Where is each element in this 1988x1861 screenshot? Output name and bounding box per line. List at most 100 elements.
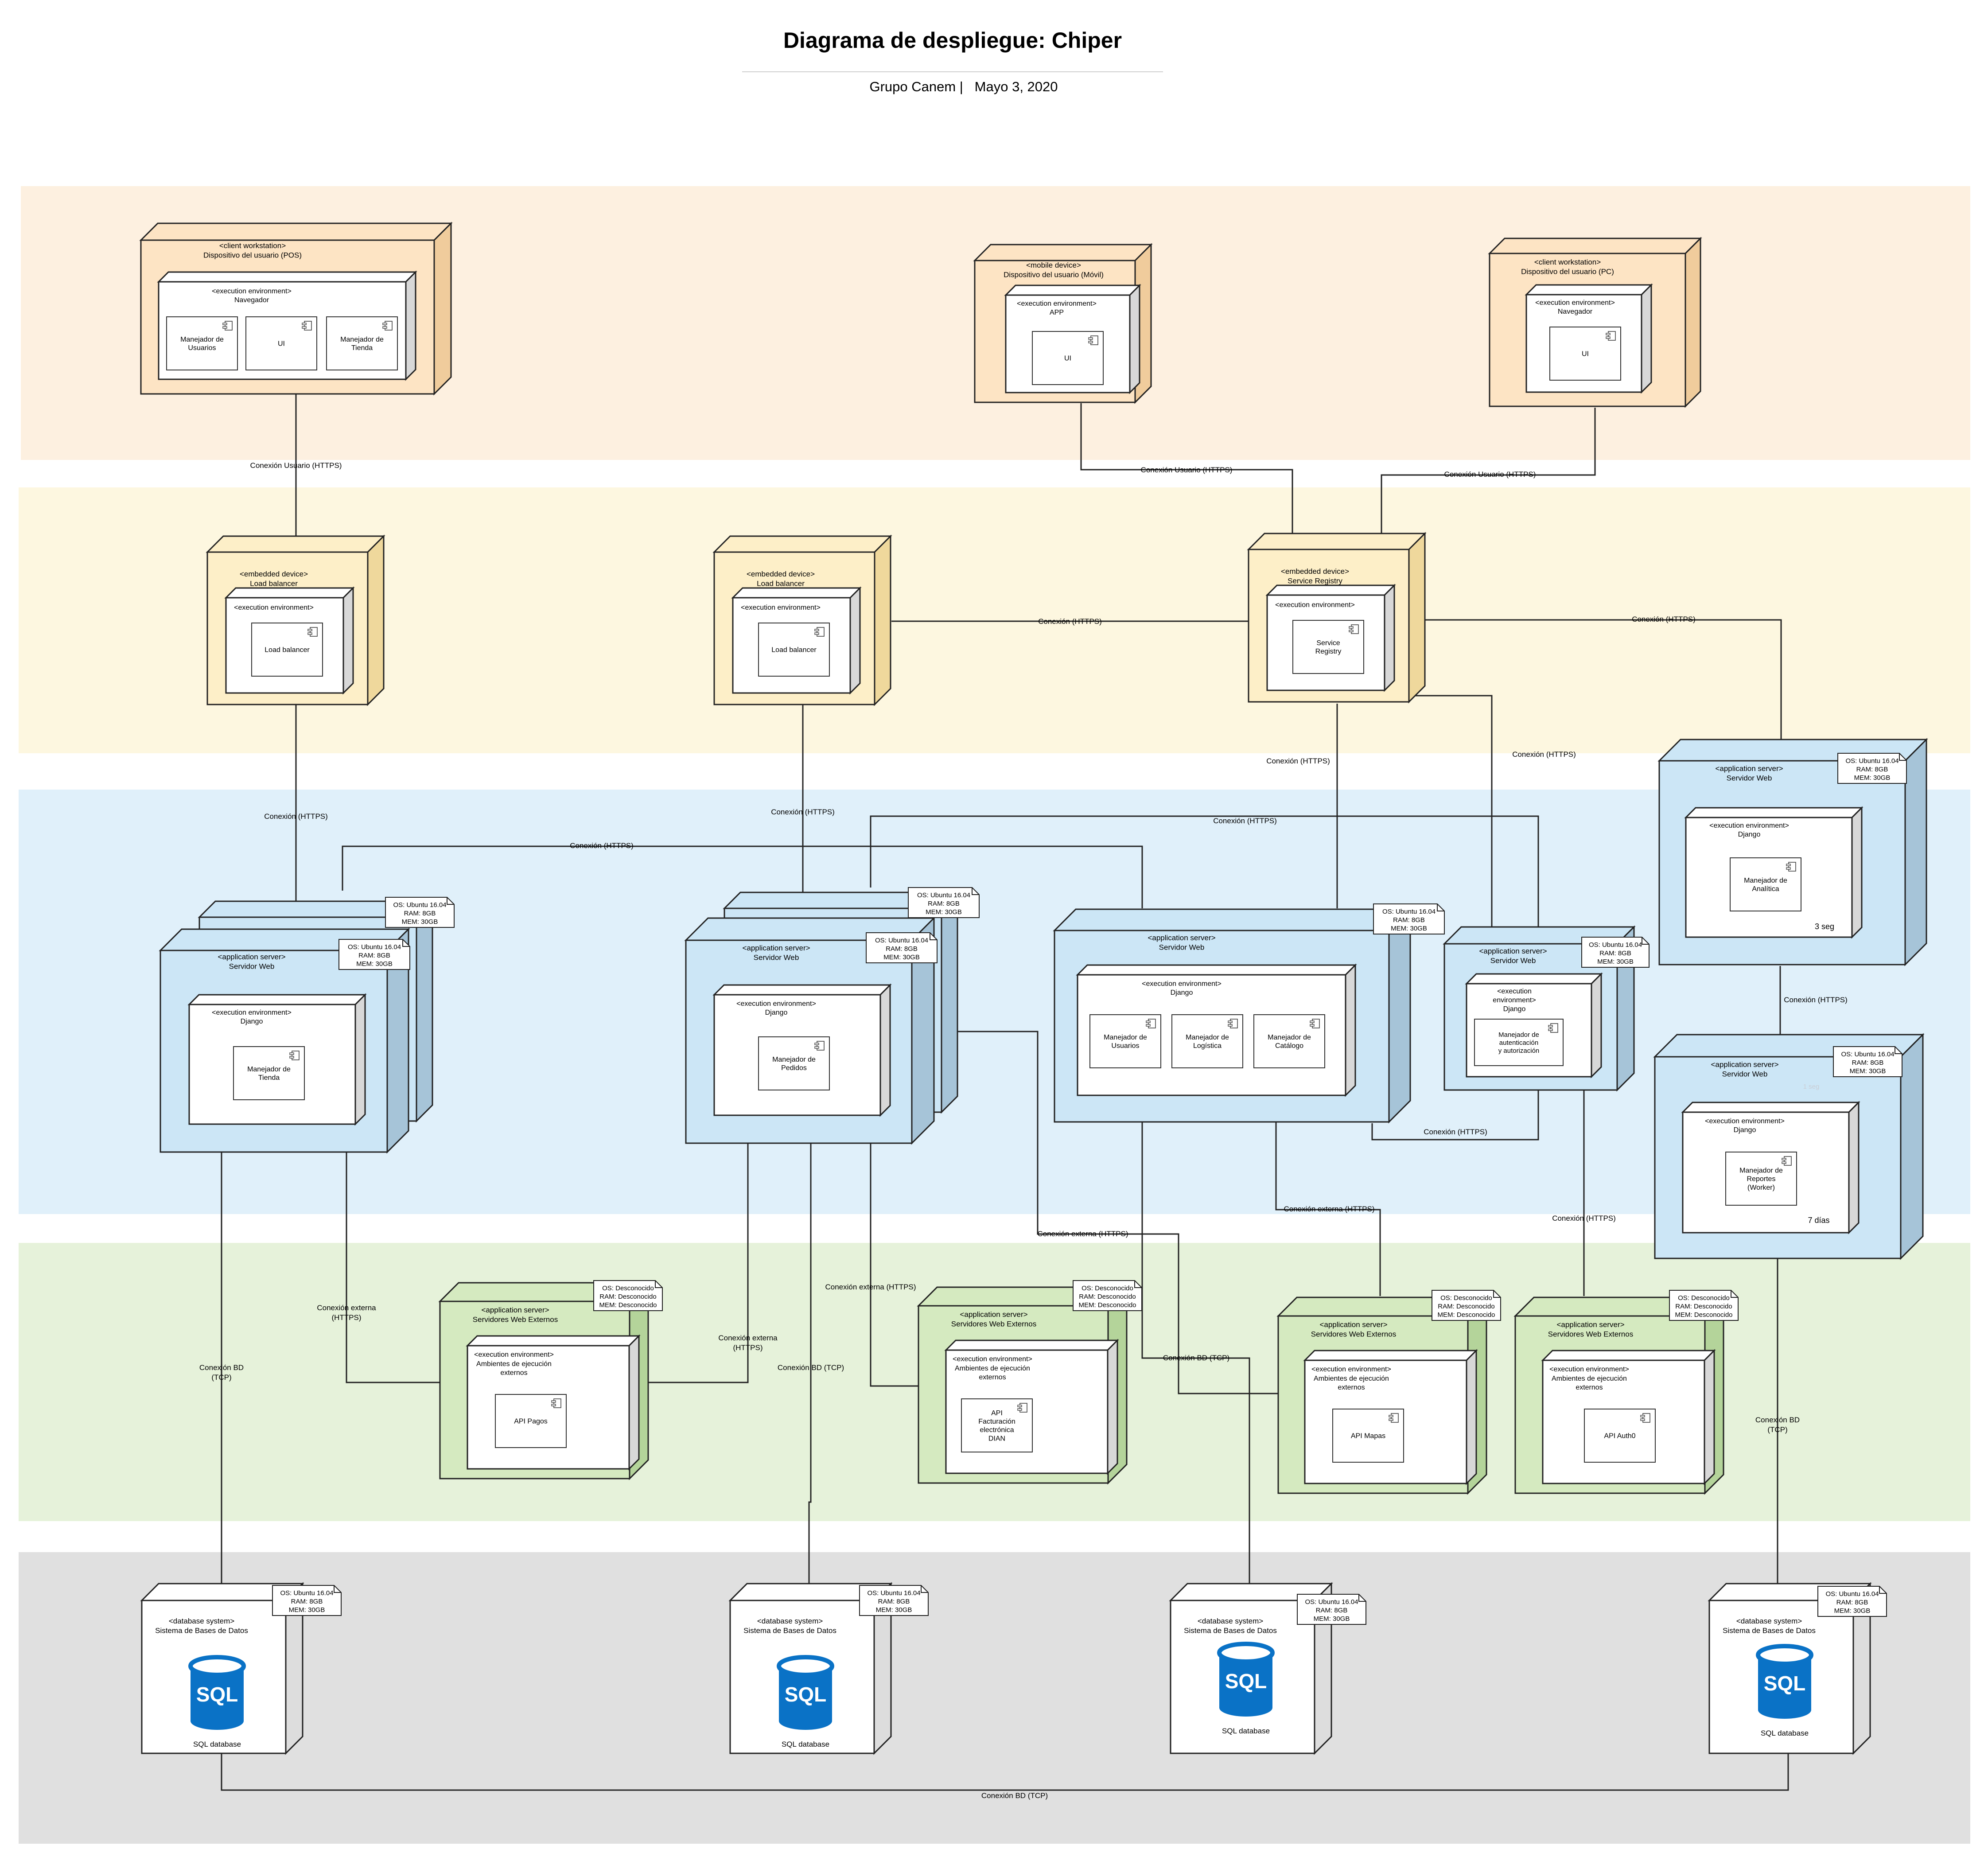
- node-movil-top: [973, 244, 1153, 261]
- comp-node-ext-auth0-label: API Auth0: [1604, 1433, 1635, 1440]
- node-db4-sql-icon-text: SQL: [1764, 1672, 1806, 1695]
- node-db2-spec-line: MEM: 30GB: [876, 1606, 912, 1614]
- spec-ext-mapas-line: OS: Desconocido: [1440, 1294, 1492, 1302]
- comp-node-ext-dian-label: Facturación: [978, 1418, 1015, 1425]
- env-node-lb1-top: [224, 587, 355, 599]
- env-node-ext-auth0-name: externos: [1576, 1384, 1603, 1391]
- spec-tienda-replica-line: OS: Ubuntu 16.04: [393, 901, 446, 909]
- env-movil-top: [1004, 284, 1141, 296]
- comp-node-ext-dian-label: DIAN: [988, 1435, 1005, 1442]
- node-pos-top: [139, 222, 453, 241]
- comp-central-usuarios-label: Usuarios: [1111, 1042, 1139, 1050]
- component-icon: [1349, 630, 1354, 632]
- component-icon: [1548, 1025, 1553, 1028]
- node-srv-reportes-stereotype: <application server>: [1711, 1060, 1778, 1069]
- note-analitica: 3 seg: [1815, 922, 1834, 931]
- spec-srv-tienda-box: [338, 939, 410, 970]
- comp-pos-tienda-label: Manejador de: [340, 336, 384, 343]
- node-srv-analitica-name: Servidor Web: [1727, 774, 1772, 782]
- env-node-registry-stereotype: <execution environment>: [1275, 601, 1355, 609]
- label-registry-analitica: Conexión (HTTPS): [1632, 615, 1696, 623]
- env-node-ext-mapas-top: [1303, 1350, 1478, 1361]
- env-pos-stereotype: <execution environment>: [212, 288, 292, 295]
- node-ext-auth0-name: Servidores Web Externos: [1548, 1330, 1633, 1338]
- component-icon: [385, 321, 393, 331]
- subtitle-date: Mayo 3, 2020: [974, 79, 1058, 94]
- component-icon: [1017, 1408, 1022, 1411]
- env-node-ext-auth0-stereotype: <execution environment>: [1549, 1366, 1629, 1373]
- env-node-ext-dian-top: [944, 1339, 1119, 1351]
- spec-srv-analitica-line: MEM: 30GB: [1854, 774, 1891, 782]
- label-pedidos-dian: Conexión externa (HTTPS): [825, 1283, 916, 1291]
- spec-ext-auth0-line: RAM: Desconocido: [1675, 1303, 1732, 1310]
- spec-srv-pedidos-line: RAM: 8GB: [886, 945, 918, 953]
- spec-srv-auth-line: RAM: 8GB: [1599, 950, 1631, 957]
- component-icon: [817, 1041, 825, 1051]
- env-srv-tienda-side: [354, 993, 366, 1126]
- env-node-ext-dian-side: [1107, 1339, 1118, 1475]
- node-ext-pagos-name: Servidores Web Externos: [473, 1315, 558, 1324]
- spec-srv-reportes-box: [1833, 1046, 1902, 1077]
- env-srv-reportes: [1681, 1101, 1860, 1234]
- env-srv-central-name: Django: [1171, 989, 1193, 997]
- component-icon: [1146, 1020, 1151, 1023]
- node-pc-name: Dispositivo del usuario (PC): [1521, 267, 1614, 276]
- node-pc-side: [1685, 237, 1701, 408]
- env-node-ext-auth0-side: [1704, 1349, 1715, 1485]
- node-lb2-name: Load balancer: [757, 579, 805, 588]
- component-icon: [1784, 1156, 1792, 1166]
- node-db3-sql-icon-text: SQL: [1225, 1670, 1267, 1693]
- node-registry-side: [1408, 532, 1426, 704]
- node-srv-auth-stereotype: <application server>: [1479, 947, 1547, 955]
- label-pedidos-mapas: Conexión externa (HTTPS): [1037, 1230, 1128, 1238]
- env-srv-tienda-name: Django: [241, 1018, 263, 1025]
- spec-srv-analitica-fold: [1899, 753, 1906, 761]
- env-node-ext-mapas-name: externos: [1338, 1384, 1365, 1391]
- comp-central-logistica-label: Manejador de: [1186, 1034, 1229, 1041]
- note-reportes-faint: 1 seg: [1803, 1083, 1820, 1090]
- component-icon: [1090, 335, 1098, 345]
- node-ext-dian-name: Servidores Web Externos: [951, 1320, 1036, 1328]
- spec-srv-pedidos-fold: [930, 933, 937, 940]
- label-central-db3: Conexión BD (TCP): [1163, 1354, 1229, 1362]
- node-ext-mapas-stereotype: <application server>: [1319, 1320, 1387, 1329]
- env-pc-name: Navegador: [1558, 308, 1593, 315]
- node-srv-analitica-stereotype: <application server>: [1715, 764, 1783, 773]
- label-auth-auth0: Conexión (HTTPS): [1552, 1214, 1616, 1222]
- env-srv-analitica-top: [1684, 807, 1864, 818]
- node-db4-sql-icon-body: [1758, 1655, 1811, 1719]
- node-db4-sql-icon: SQL: [1756, 1644, 1813, 1719]
- component-icon: [1389, 1415, 1393, 1417]
- comp-pos-ui-label: UI: [278, 340, 285, 348]
- comp-movil-ui: UI: [1032, 331, 1104, 385]
- spec-ext-dian-line: RAM: Desconocido: [1079, 1293, 1136, 1300]
- label-pedidos-pagos: (HTTPS): [733, 1343, 763, 1352]
- comp-central-catalogo-label: Manejador de: [1268, 1034, 1311, 1041]
- spec-srv-auth-line: OS: Ubuntu 16.04: [1589, 941, 1642, 949]
- line-pc-registry: [1381, 408, 1596, 537]
- component-icon: [1017, 1405, 1022, 1407]
- env-node-lb2-side: [849, 586, 861, 695]
- node-srv-tienda-stereotype: <application server>: [218, 953, 285, 961]
- component-icon: [289, 1052, 294, 1055]
- node-srv-analitica-side: [1904, 738, 1927, 966]
- comp-node-lb2-label: Load balancer: [771, 646, 817, 654]
- label-lb1-tienda: Conexión (HTTPS): [264, 812, 328, 821]
- component-icon: [382, 326, 387, 329]
- node-db2-spec-line: OS: Ubuntu 16.04: [867, 1589, 920, 1597]
- env-srv-central-top: [1076, 964, 1357, 976]
- node-pc-top: [1488, 237, 1702, 254]
- node-db3-sql-icon-body: [1219, 1653, 1272, 1717]
- component-icon: [814, 632, 819, 635]
- comp-srv-tienda-label: Manejador de: [247, 1066, 291, 1073]
- node-lb1-name: Load balancer: [250, 579, 298, 588]
- component-icon: [1608, 331, 1616, 341]
